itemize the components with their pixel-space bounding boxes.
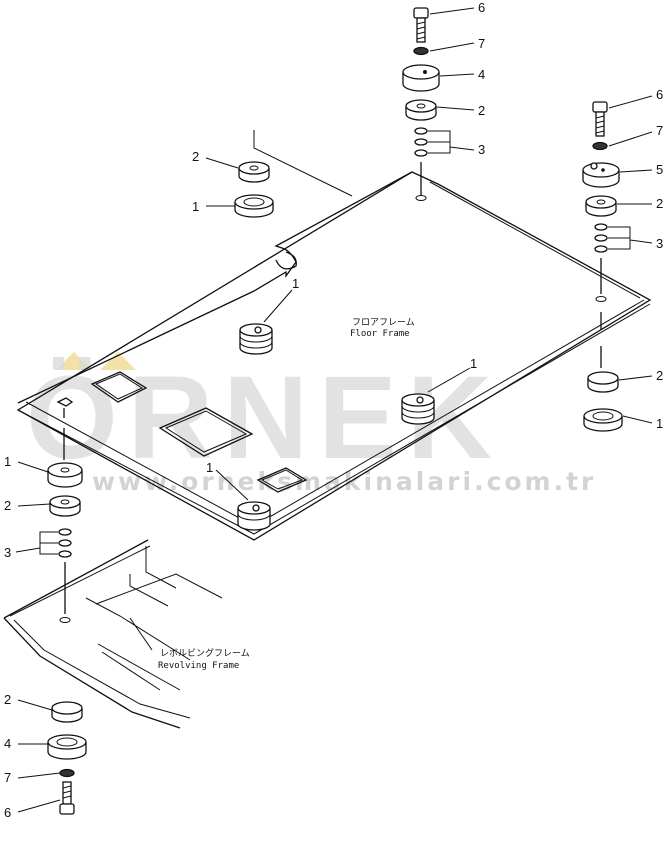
cushion-icon [585, 195, 617, 217]
shim-icon [414, 127, 428, 135]
shim-icon [594, 234, 608, 242]
callout-2-top: 2 [478, 103, 485, 118]
washer-icon [413, 46, 429, 56]
stack-right [582, 95, 653, 368]
callout-1-left: 1 [4, 454, 11, 469]
stack-right-lower [583, 371, 653, 432]
callout-1-mount-b: 1 [470, 356, 477, 371]
callout-4-top: 4 [478, 67, 485, 82]
watermark-url: www.orneksmakinalari.com.tr [92, 467, 596, 496]
callout-5-right: 5 [656, 162, 663, 177]
callout-1-mount-c: 1 [206, 460, 213, 475]
cushion-icon [49, 495, 81, 517]
callout-7-top: 7 [478, 36, 485, 51]
plate-mount-a [239, 289, 293, 355]
bolt-icon [59, 781, 75, 815]
callout-6-bottom: 6 [4, 805, 11, 820]
cap-mount-icon [47, 734, 87, 760]
callout-1-mount-a: 1 [292, 276, 299, 291]
callout-6-right: 6 [656, 87, 663, 102]
shim-icon [594, 223, 608, 231]
watermark: ÖRNEK www.orneksmakinalari.com.tr [26, 352, 596, 496]
callout-3-right: 3 [656, 236, 663, 251]
mount-cup-icon [234, 194, 274, 218]
cap-mount-icon [582, 162, 620, 188]
cushion-icon [238, 161, 270, 183]
callout-1-left-top: 1 [192, 199, 199, 214]
washer-icon [592, 141, 608, 151]
callout-3-left: 3 [4, 545, 11, 560]
cap-mount-icon [402, 64, 440, 92]
stack-top-center [402, 7, 475, 201]
callout-2-left-top: 2 [192, 149, 199, 164]
revolving-frame: レボルビングフレーム Revolving Frame [3, 539, 250, 729]
shim-icon [58, 528, 72, 536]
stack-bottom [17, 699, 87, 815]
revolving-frame-label-jp: レボルビングフレーム [160, 647, 250, 659]
callout-2-right: 2 [656, 196, 663, 211]
stack-left-top [205, 157, 274, 218]
stack-left [15, 397, 83, 623]
mount-cup-icon [583, 408, 623, 432]
cushion-icon [51, 701, 83, 723]
shim-icon [414, 138, 428, 146]
cushion-icon [405, 99, 437, 121]
bolt-icon [592, 101, 608, 137]
shim-icon [414, 149, 428, 157]
callout-6-top: 6 [478, 0, 485, 15]
cushion-icon [587, 371, 619, 393]
plate-mount-b [401, 367, 471, 425]
callout-2-left: 2 [4, 498, 11, 513]
callout-labels: 6 7 4 2 3 6 7 5 2 3 2 1 1 1 2 1 1 2 3 1 … [4, 0, 663, 820]
floor-frame: フロアフレーム Floor Frame [16, 130, 652, 541]
callout-7-bottom: 7 [4, 770, 11, 785]
floor-frame-label-en: Floor Frame [350, 329, 410, 339]
floor-frame-label-jp: フロアフレーム [352, 317, 415, 328]
callout-7-right: 7 [656, 123, 663, 138]
callout-4-bottom: 4 [4, 736, 11, 751]
callout-1-right-low: 1 [656, 416, 663, 431]
shim-icon [58, 550, 72, 558]
plate-mount-c [215, 469, 271, 531]
shim-icon [58, 539, 72, 547]
bolt-icon [413, 7, 429, 43]
callout-3-top: 3 [478, 142, 485, 157]
callout-2-bottom: 2 [4, 692, 11, 707]
revolving-frame-label-en: Revolving Frame [158, 661, 239, 671]
callout-2-right-low: 2 [656, 368, 663, 383]
mount-cup-icon [47, 462, 83, 488]
washer-icon [59, 768, 75, 778]
shim-icon [594, 245, 608, 253]
